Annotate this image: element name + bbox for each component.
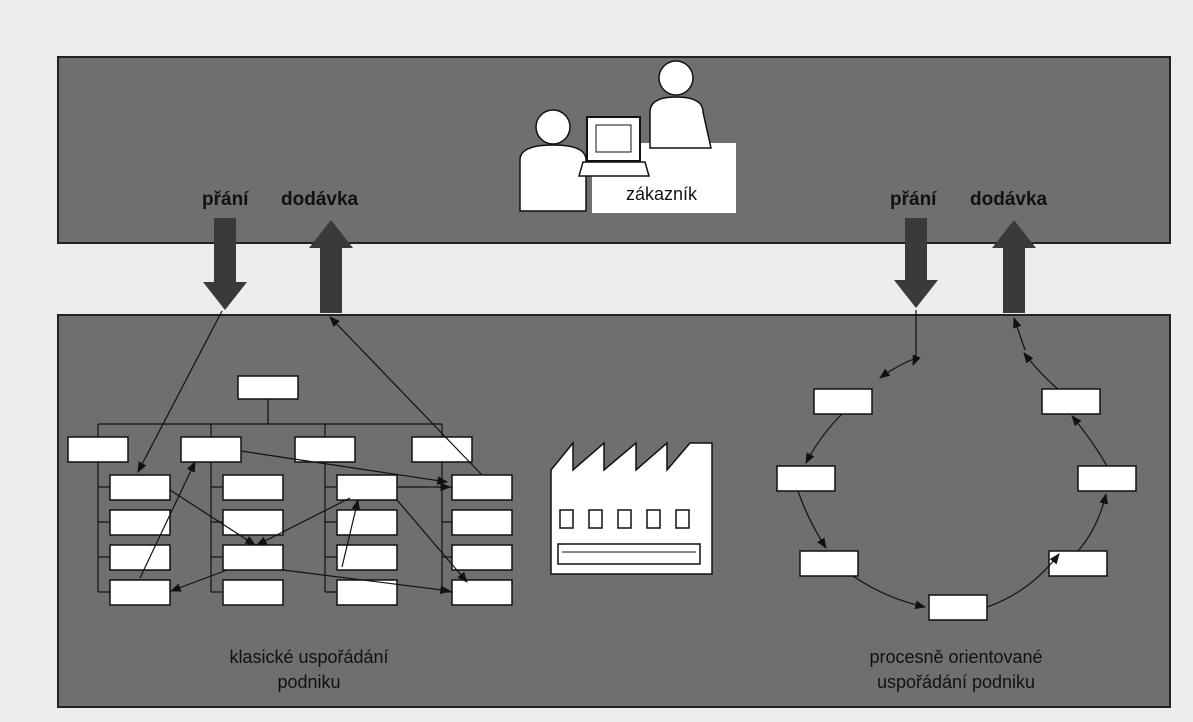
department-box xyxy=(68,437,128,462)
left-delivery-label: dodávka xyxy=(281,189,359,210)
department-box xyxy=(412,437,472,462)
process-step-box xyxy=(800,551,858,576)
unit-box xyxy=(223,545,283,570)
department-box xyxy=(181,437,241,462)
unit-box xyxy=(223,510,283,535)
process-step-box xyxy=(1042,389,1100,414)
process-step-box xyxy=(777,466,835,491)
process-caption-line1: procesně orientované xyxy=(869,647,1042,667)
unit-box xyxy=(110,510,170,535)
unit-box xyxy=(452,475,512,500)
classic-caption-line1: klasické uspořádání xyxy=(229,647,388,667)
process-step-box xyxy=(1078,466,1136,491)
left-wish-label: přání xyxy=(202,189,249,210)
right-wish-label: přání xyxy=(890,189,937,210)
unit-box xyxy=(337,475,397,500)
unit-box xyxy=(110,545,170,570)
unit-box xyxy=(452,510,512,535)
process-step-box xyxy=(814,389,872,414)
process-step-box xyxy=(929,595,987,620)
unit-box xyxy=(223,580,283,605)
right-delivery-label: dodávka xyxy=(970,189,1048,210)
top-manager-box xyxy=(238,376,298,399)
unit-box xyxy=(110,475,170,500)
customer-label: zákazník xyxy=(626,184,698,204)
process-caption-line2: uspořádání podniku xyxy=(877,672,1035,692)
unit-box xyxy=(337,510,397,535)
unit-box xyxy=(223,475,283,500)
unit-box xyxy=(452,580,512,605)
classic-caption-line2: podniku xyxy=(277,672,340,692)
unit-box xyxy=(452,545,512,570)
department-box xyxy=(295,437,355,462)
unit-box xyxy=(110,580,170,605)
